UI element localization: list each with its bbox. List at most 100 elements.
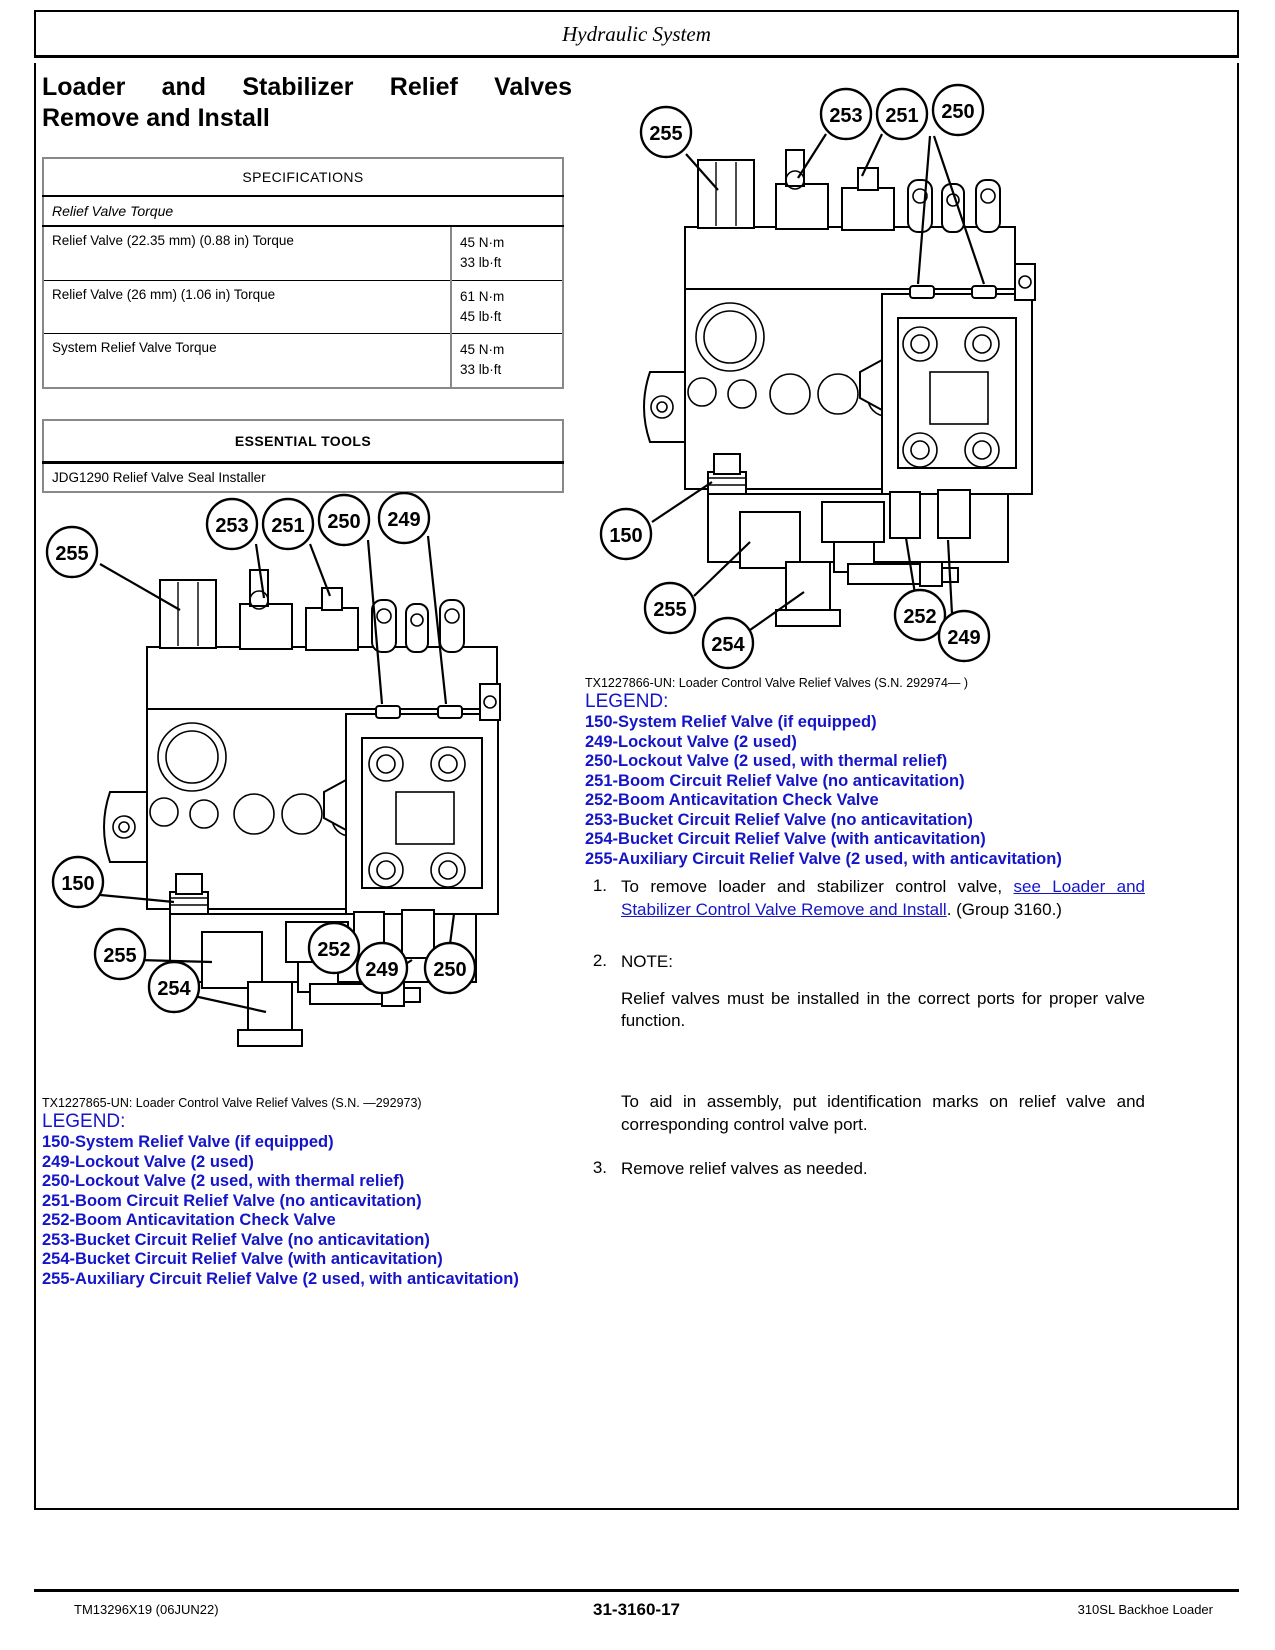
callout-label: 253 [829, 105, 862, 127]
callout-label: 255 [103, 945, 136, 967]
callout-label: 251 [271, 515, 304, 537]
callout-249: 249 [937, 609, 991, 663]
callout-250-lower: 250 [423, 941, 477, 995]
cross-reference-link[interactable]: see Loader and Stabilizer Control Valve … [621, 877, 1145, 919]
valve-assembly-diagram-bottom: 255 253 251 250 249 150 [45, 492, 501, 1047]
figure-loader-control-valve-sn292973: 255 253 251 250 249 150 [42, 492, 572, 1092]
page-header: Hydraulic System [34, 10, 1239, 58]
spacer [585, 1033, 1145, 1055]
table-row: System Relief Valve Torque 45 N·m 33 lb·… [42, 333, 564, 388]
callout-255-lower: 255 [643, 581, 697, 635]
list-item: 255-Auxiliary Circuit Relief Valve (2 us… [585, 849, 1062, 868]
step-2: 2. NOTE: [585, 951, 1145, 974]
essential-tools-table: ESSENTIAL TOOLS JDG1290 Relief Valve Sea… [42, 418, 564, 493]
table-row: SPECIFICATIONS [42, 157, 564, 197]
callout-254: 254 [147, 960, 201, 1014]
step-number: 1. [592, 876, 607, 895]
callout-label: 150 [61, 873, 94, 895]
valve-body-drawing [103, 569, 501, 1047]
figure-loader-control-valve-sn292974: 255 253 251 250 150 255 [590, 72, 1145, 672]
spec-value-metric: 45 N·m [460, 342, 505, 357]
step-number: 2. [592, 951, 607, 971]
spec-name: Relief Valve (26 mm) (1.06 in) Torque [42, 279, 452, 334]
step-number: 3. [592, 1158, 607, 1178]
callout-255: 255 [45, 525, 99, 579]
table-row: ESSENTIAL TOOLS [42, 419, 564, 464]
callout-leaders [651, 133, 986, 631]
callout-252: 252 [307, 921, 361, 975]
footer-model-name: 310SL Backhoe Loader [1077, 1602, 1213, 1617]
callout-255-lower: 255 [93, 927, 147, 981]
footer-divider [34, 1589, 1239, 1592]
callout-249-lower: 249 [355, 941, 409, 995]
spacer [585, 1055, 1145, 1077]
legend-items: 150-System Relief Valve (if equipped) 24… [42, 1133, 582, 1289]
specifications-header: SPECIFICATIONS [42, 157, 564, 197]
page-title: Loader and Stabilizer Relief Valves Remo… [42, 72, 572, 133]
procedure-steps: 1. To remove loader and stabilizer contr… [585, 876, 1145, 1189]
note-text-secondary: To aid in assembly, put identification m… [621, 1092, 1145, 1134]
callout-label: 252 [903, 606, 936, 628]
table-row: Relief Valve Torque [42, 195, 564, 227]
callout-254: 254 [701, 616, 755, 670]
spacer [585, 1136, 1145, 1158]
note-label: NOTE: [621, 952, 673, 972]
callout-label: 249 [387, 509, 420, 531]
callout-150: 150 [51, 855, 105, 909]
callout-253: 253 [819, 87, 873, 141]
callout-leaders [89, 535, 456, 1014]
callout-label: 150 [609, 525, 642, 547]
callout-label: 255 [649, 123, 682, 145]
step-text: Remove relief valves as needed. [621, 1159, 868, 1179]
step-1: 1. To remove loader and stabilizer contr… [585, 876, 1145, 921]
table-row: Relief Valve (22.35 mm) (0.88 in) Torque… [42, 225, 564, 281]
list-item: 255-Auxiliary Circuit Relief Valve (2 us… [42, 1269, 519, 1288]
footer-page-number: 31-3160-17 [593, 1600, 680, 1619]
legend-block-bottom-figure: TX1227865-UN: Loader Control Valve Relie… [42, 1096, 582, 1289]
figure-caption: TX1227865-UN: Loader Control Valve Relie… [42, 1096, 422, 1110]
list-item: 252-Boom Anticavitation Check Valve [585, 791, 879, 810]
legend-block-top-figure: TX1227866-UN: Loader Control Valve Relie… [585, 676, 1145, 869]
callout-249: 249 [377, 492, 431, 545]
callout-label: 250 [941, 101, 974, 123]
callout-label: 249 [365, 959, 398, 981]
callout-label: 254 [157, 978, 191, 1000]
callout-label: 255 [653, 599, 686, 621]
left-column: Loader and Stabilizer Relief Valves Remo… [42, 72, 572, 493]
page-footer: TM13296X19 (06JUN22) 31-3160-17 310SL Ba… [34, 1600, 1239, 1626]
callout-255: 255 [639, 105, 693, 159]
list-item: 250-Lockout Valve (2 used, with thermal … [585, 752, 948, 771]
content-frame [34, 63, 1239, 1510]
callout-251: 251 [261, 497, 315, 551]
footer-document-id: TM13296X19 (06JUN22) [74, 1602, 219, 1617]
callout-label: 251 [885, 105, 918, 127]
page-title-line2: Remove and Install [42, 103, 270, 132]
step-text: To remove loader and stabilizer control … [621, 876, 1145, 921]
callout-label: 254 [711, 634, 745, 656]
callout-label: 250 [327, 511, 360, 533]
callout-250: 250 [317, 493, 371, 547]
spec-value-metric: 45 N·m [460, 235, 505, 250]
page-title-line1: Loader and Stabilizer Relief Valves [42, 73, 572, 101]
callout-150: 150 [599, 507, 653, 561]
list-item: 150-System Relief Valve (if equipped) [42, 1133, 334, 1152]
list-item: 249-Lockout Valve (2 used) [585, 732, 797, 751]
step-3: 3. Remove relief valves as needed. [585, 1158, 1145, 1181]
list-item: 251-Boom Circuit Relief Valve (no antica… [42, 1191, 422, 1210]
step-text-after: . (Group 3160.) [946, 899, 1062, 919]
spec-value: 45 N·m 33 lb·ft [450, 333, 564, 388]
valve-body-drawing [643, 149, 1036, 627]
callout-252: 252 [893, 588, 947, 642]
list-item: 254-Bucket Circuit Relief Valve (with an… [585, 830, 986, 849]
spec-name: System Relief Valve Torque [42, 333, 452, 388]
legend-title: LEGEND: [585, 691, 669, 712]
spacer [585, 929, 1145, 951]
list-item: 150-System Relief Valve (if equipped) [585, 713, 877, 732]
spec-value-metric: 61 N·m [460, 288, 505, 304]
list-item: 253-Bucket Circuit Relief Valve (no anti… [42, 1230, 430, 1249]
list-item: 252-Boom Anticavitation Check Valve [42, 1211, 336, 1230]
callout-251: 251 [875, 87, 929, 141]
list-item: 249-Lockout Valve (2 used) [42, 1152, 254, 1171]
list-item: 253-Bucket Circuit Relief Valve (no anti… [585, 810, 973, 829]
